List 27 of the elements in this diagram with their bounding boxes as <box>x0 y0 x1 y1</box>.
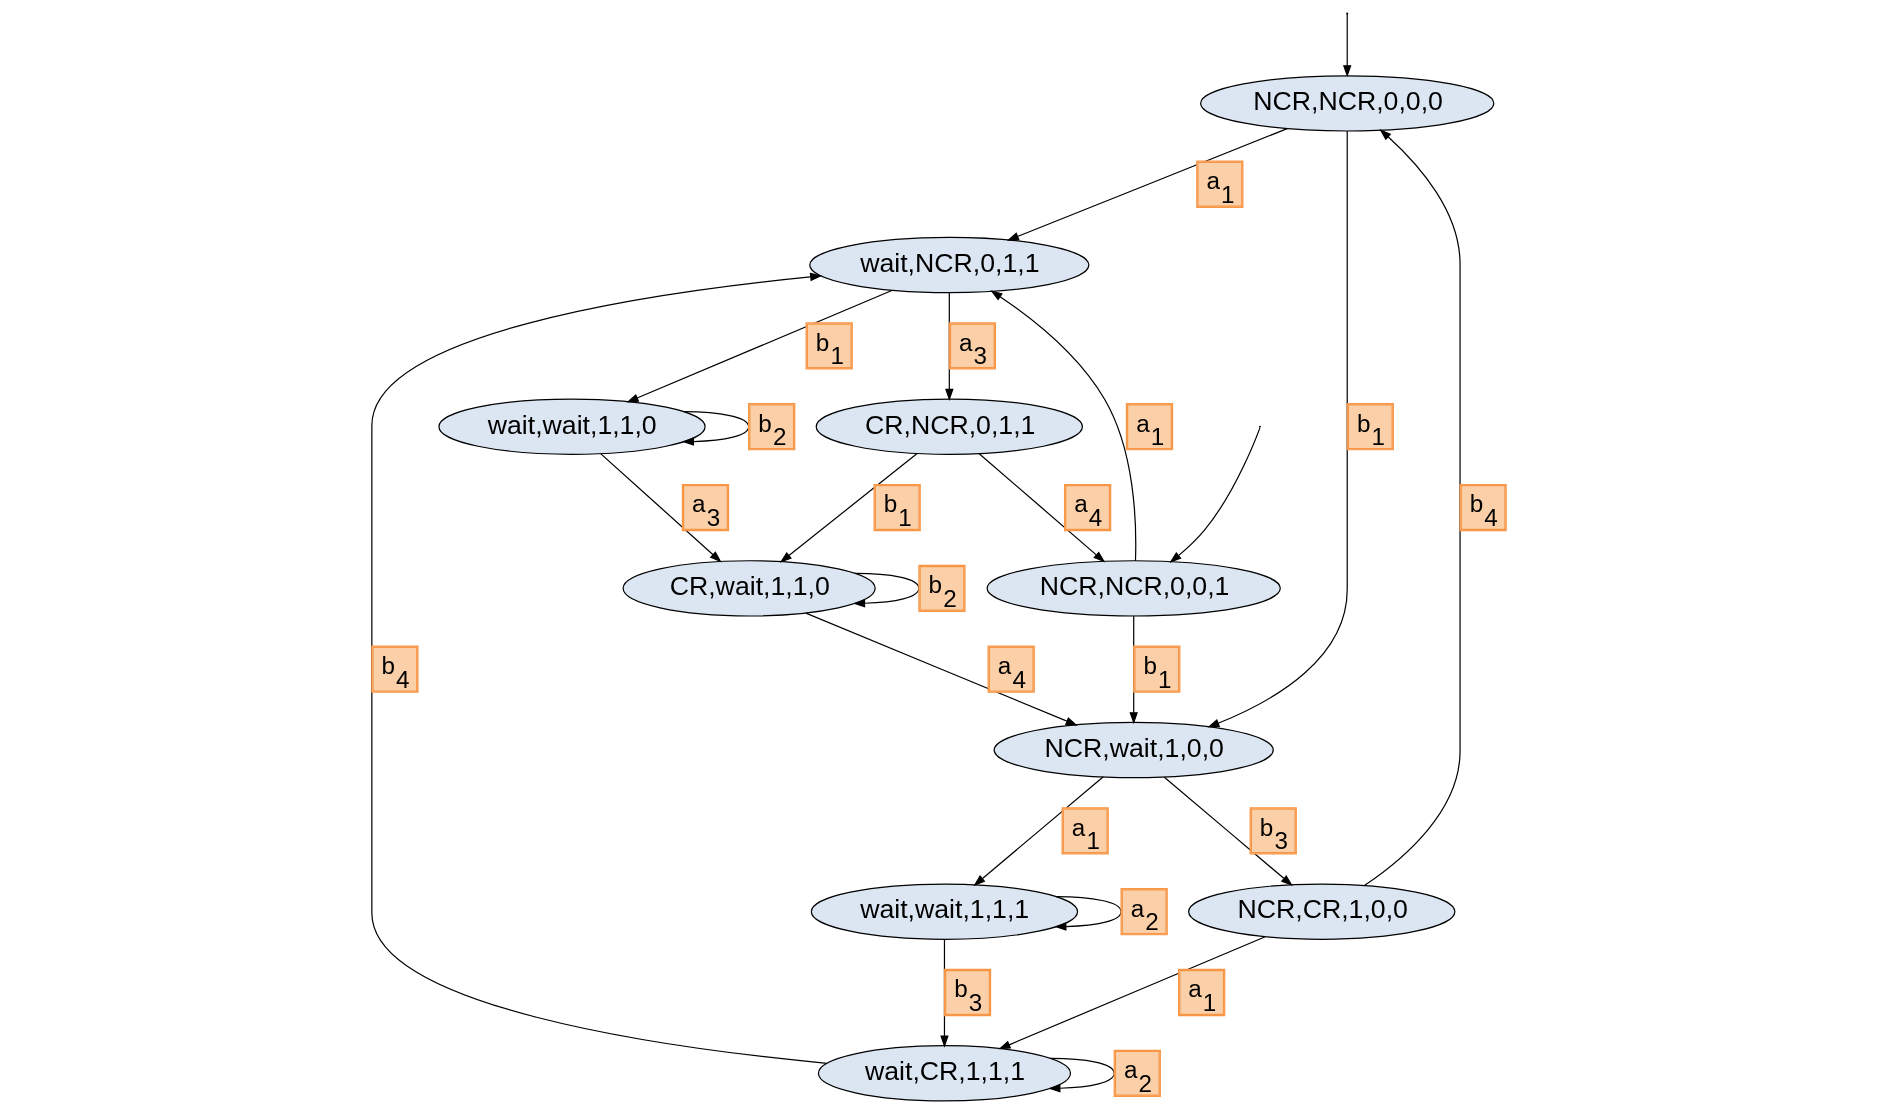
arrow <box>805 612 1078 726</box>
arrow <box>1363 129 1461 887</box>
arrow <box>853 572 920 608</box>
arrow <box>1342 13 1352 78</box>
arrow <box>1054 896 1122 931</box>
node-ellipse: CR,NCR,0,1,1 <box>815 398 1083 455</box>
arrow <box>1048 1057 1115 1093</box>
node-ellipse: wait,wait,1,1,0 <box>438 398 706 455</box>
arrow <box>973 776 1104 887</box>
arrow <box>1163 776 1293 886</box>
arrow <box>681 411 750 446</box>
node-ellipse: NCR,NCR,0,0,1 <box>986 560 1281 617</box>
arrow <box>1006 128 1288 241</box>
arrow <box>990 290 1137 562</box>
node-ellipse: CR,wait,1,1,0 <box>622 560 876 617</box>
arrow <box>626 289 894 403</box>
arrow <box>371 272 828 1064</box>
arrow <box>978 452 1106 563</box>
arrow <box>779 452 918 563</box>
arrow <box>1169 427 1261 563</box>
node-ellipse: wait,wait,1,1,1 <box>810 883 1079 940</box>
node-ellipse: NCR,CR,1,0,0 <box>1188 883 1456 940</box>
arrow <box>998 936 1266 1050</box>
node-ellipse: NCR,NCR,0,0,0 <box>1200 75 1495 132</box>
node-ellipse: wait,CR,1,1,1 <box>817 1045 1072 1102</box>
arrow <box>600 453 722 563</box>
arrow <box>1207 130 1348 728</box>
